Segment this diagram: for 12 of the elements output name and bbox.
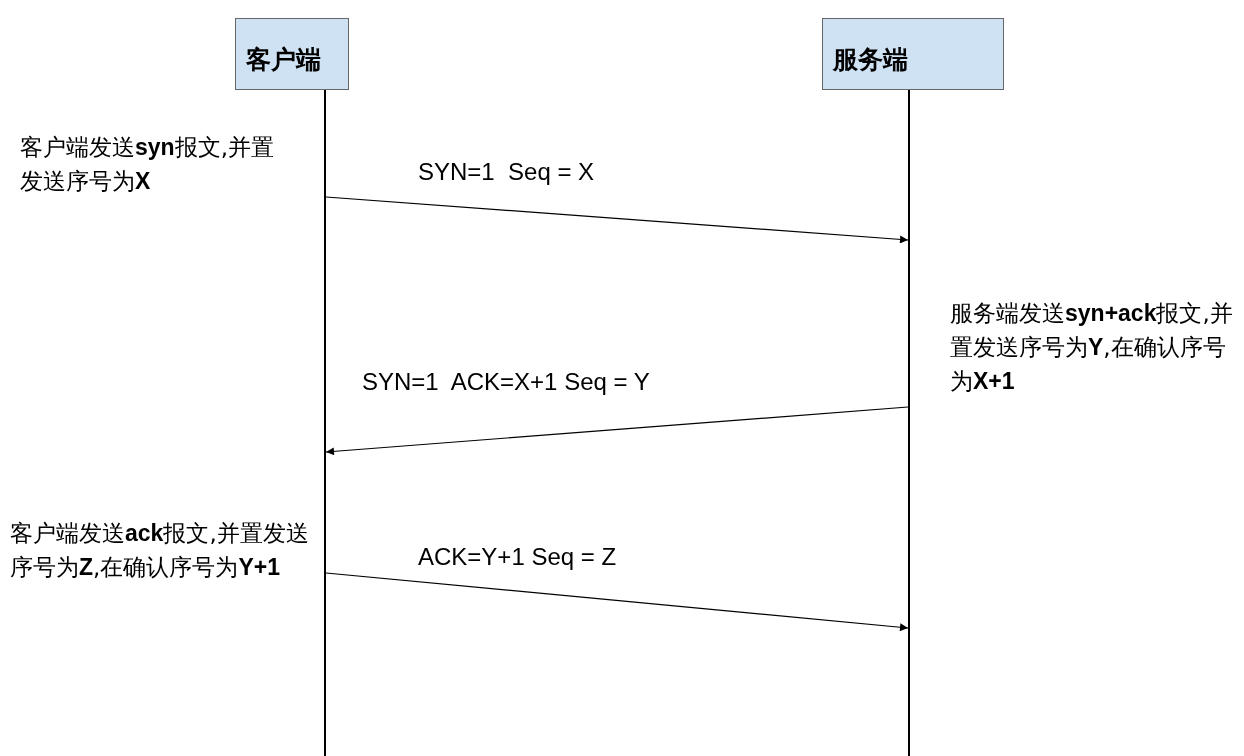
participant-box <box>822 18 1004 90</box>
note-text: 服务端发送syn+ack报文,并置发送序号为Y,在确认序号为X+1 <box>950 299 1234 396</box>
note-text: 客户端发送syn报文,并置发送序号为X <box>20 133 275 196</box>
note-text: 客户端发送ack报文,并置发送序号为Z,在确认序号为Y+1 <box>10 519 310 582</box>
lifeline <box>324 90 326 756</box>
participant-name: 服务端 <box>833 44 908 76</box>
message-arrow <box>325 572 909 632</box>
message-arrow <box>325 406 909 456</box>
message-arrow <box>325 196 909 244</box>
participant-name: 客户端 <box>246 44 321 76</box>
lifeline <box>908 90 910 756</box>
participant-box <box>235 18 349 90</box>
